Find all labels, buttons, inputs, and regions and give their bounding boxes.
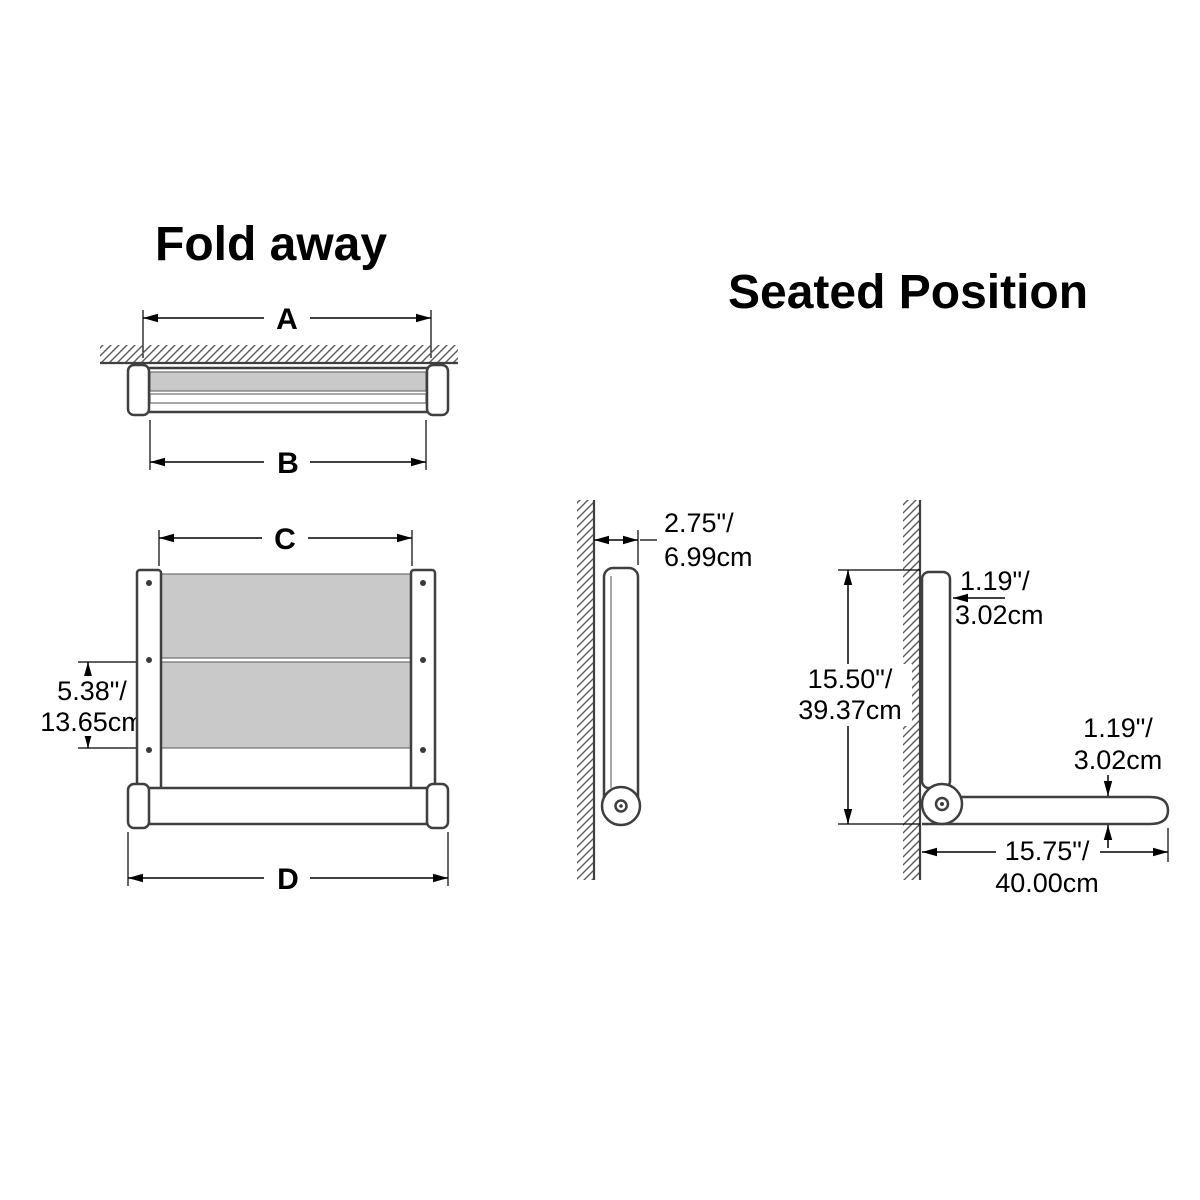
folded-slab xyxy=(602,566,640,810)
dim-b-label-bg xyxy=(264,444,310,480)
dim-c-label: C xyxy=(274,523,296,556)
side-view-seated: 15.50"/ 39.37cm 1.19"/ 3.02cm 1.19"/ 3.0… xyxy=(786,500,1170,898)
seat-depth-line2: 40.00cm xyxy=(995,868,1099,898)
panel-height-label-bg xyxy=(38,676,146,736)
panel-height-line1: 5.38"/ xyxy=(57,676,127,706)
front-view: C 5.38"/ 13.65cm xyxy=(38,520,450,896)
dim-a-label-bg xyxy=(264,300,310,336)
dim-d: D xyxy=(127,832,449,896)
screw-dots xyxy=(146,580,426,753)
dim-a-label: A xyxy=(276,303,298,336)
dim-a: A xyxy=(142,300,432,358)
dim-b: B xyxy=(149,420,427,480)
dim-bracket-thickness: 1.19"/ 3.02cm xyxy=(953,566,1044,630)
seated-section: Seated Position 2.75"/ 6.99cm xyxy=(577,266,1170,898)
top-view-folded: A B xyxy=(100,300,458,480)
dim-c: C xyxy=(158,520,413,566)
dim-d-label: D xyxy=(277,863,299,896)
dim-d-label-bg xyxy=(264,860,310,896)
folded-seat-profile xyxy=(126,363,450,417)
seat-thickness-line2: 3.02cm xyxy=(1074,745,1163,775)
right-end-cap xyxy=(425,363,450,417)
wall-hatch-top-view xyxy=(100,345,458,365)
seat-thickness-line1: 1.19"/ xyxy=(1083,713,1153,743)
wall-hatch-folded-view xyxy=(577,500,596,880)
bracket-thickness-line2: 3.02cm xyxy=(955,600,1044,630)
seat-slab-outline xyxy=(922,795,1170,826)
seated-seat-assembly xyxy=(920,570,1170,826)
mount-height-line1: 15.50"/ xyxy=(808,664,893,694)
folded-seat-gray-strip xyxy=(149,371,427,392)
left-end-cap xyxy=(126,363,151,417)
wall-bracket xyxy=(920,570,952,790)
mount-height-label-bg xyxy=(786,664,912,726)
seat-panel-upper xyxy=(158,573,413,659)
seat-slab-fill xyxy=(922,796,1168,824)
mount-height-line2: 39.37cm xyxy=(798,695,902,725)
folded-depth-line1: 2.75"/ xyxy=(664,508,734,538)
bottom-bar xyxy=(131,786,445,826)
folded-seat-lower-strip xyxy=(149,393,427,404)
seat-frame xyxy=(126,568,450,830)
bottom-bar-right-cap xyxy=(425,782,450,830)
fold-away-title: Fold away xyxy=(155,218,387,271)
fold-away-section: Fold away A xyxy=(38,218,458,896)
dim-panel-height: 5.38"/ 13.65cm xyxy=(38,661,159,749)
seated-position-title: Seated Position xyxy=(728,266,1088,319)
seat-depth-line1: 15.75"/ xyxy=(1005,836,1090,866)
bottom-bar-left-cap xyxy=(126,782,151,830)
dim-mount-height: 15.50"/ 39.37cm xyxy=(786,569,920,825)
dim-b-label: B xyxy=(277,447,299,480)
folded-seat-slab xyxy=(600,566,642,827)
dim-c-label-bg xyxy=(262,520,308,556)
seat-panel-lower xyxy=(158,661,413,749)
side-view-folded: 2.75"/ 6.99cm xyxy=(577,500,753,880)
panel-height-line2: 13.65cm xyxy=(40,707,144,737)
dim-seat-thickness: 1.19"/ 3.02cm xyxy=(1074,713,1163,848)
seat-depth-label-bg xyxy=(996,836,1100,868)
folded-depth-line2: 6.99cm xyxy=(664,542,753,572)
dim-seat-depth: 15.75"/ 40.00cm xyxy=(922,828,1169,898)
bracket-thickness-line1: 1.19"/ xyxy=(960,566,1030,596)
dim-folded-depth: 2.75"/ 6.99cm xyxy=(594,508,753,572)
